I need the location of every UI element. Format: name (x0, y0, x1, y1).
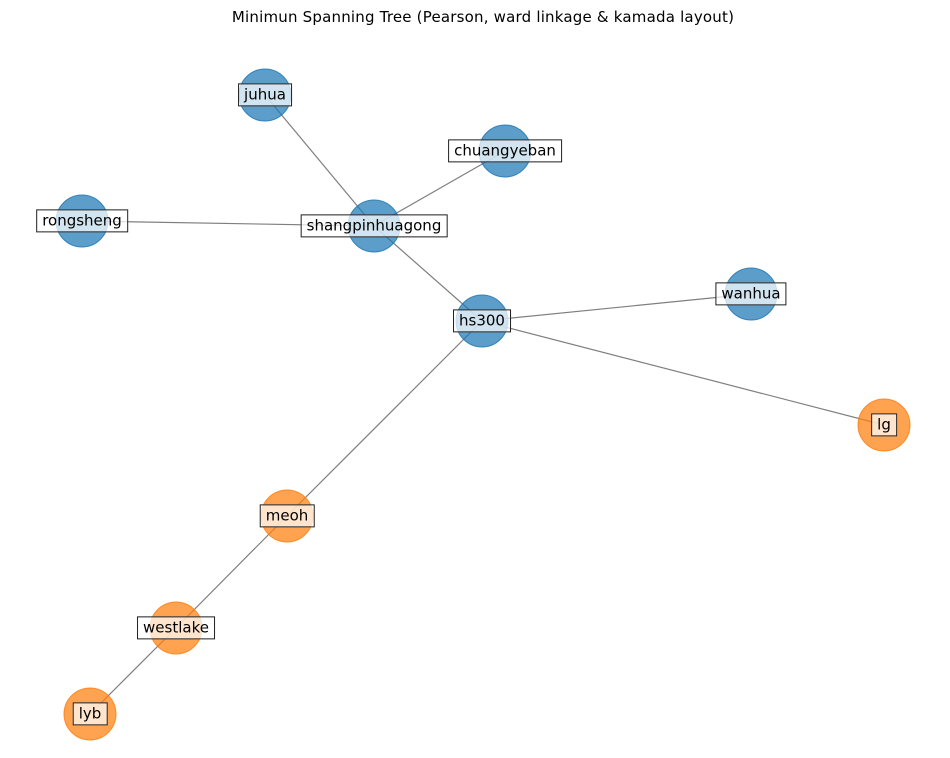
edge-hs300-lg (481, 320, 885, 426)
node-label-lg: lg (871, 413, 897, 437)
node-label-shangpinhuagong: shangpinhuagong (300, 214, 448, 238)
chart-title: Minimun Spanning Tree (Pearson, ward lin… (231, 8, 735, 26)
node-label-wanhua: wanhua (715, 282, 787, 306)
node-label-westlake: westlake (137, 616, 215, 640)
edge-hs300-wanhua (481, 293, 752, 322)
node-label-chuangyeban: chuangyeban (448, 139, 562, 163)
node-label-hs300: hs300 (453, 309, 511, 333)
node-label-juhua: juhua (238, 83, 292, 107)
node-label-meoh: meoh (259, 504, 315, 528)
node-label-rongsheng: rongsheng (36, 209, 128, 233)
edge-hs300-meoh (286, 320, 483, 517)
edge-juhua-shangpinhuagong (264, 94, 375, 227)
node-label-lyb: lyb (72, 702, 108, 726)
